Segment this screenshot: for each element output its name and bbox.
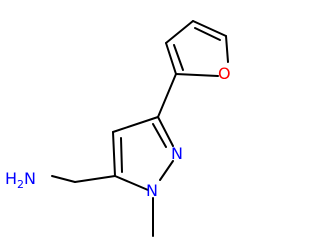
ch2-to-ring-bond bbox=[74, 175, 116, 183]
pyrazole-n2-label: N bbox=[171, 144, 183, 163]
furan-bond-c3-c4 bbox=[165, 20, 194, 44]
furan-bond-c4-c5 bbox=[192, 20, 227, 37]
pyrazole-bond-c5-n1 bbox=[114, 175, 149, 191]
amine-to-ch2-bond bbox=[51, 175, 76, 183]
furan-bond-o-c2 bbox=[175, 73, 219, 77]
furan-bond-c5-o bbox=[225, 35, 229, 63]
bond-layer bbox=[51, 20, 229, 237]
furan-bond-c2-c3 bbox=[165, 42, 177, 75]
pyrazole-bond-c4-c5-inner bbox=[120, 137, 123, 173]
biaryl-bond bbox=[157, 73, 177, 118]
furan-oxygen-label: O bbox=[218, 64, 231, 83]
molecule-drawing: H2N N N O bbox=[5, 20, 231, 237]
amine-hydrogen: H bbox=[5, 169, 17, 188]
amine-nitrogen: N bbox=[24, 169, 36, 188]
atom-label-layer: H2N N N O bbox=[5, 64, 231, 200]
pyrazole-bond-n2-c3-inner bbox=[152, 123, 167, 148]
pyrazole-bond-n1-n2 bbox=[159, 160, 174, 181]
pyrazole-bond-c4-c5 bbox=[112, 131, 116, 177]
amine-label: H2N bbox=[5, 169, 36, 191]
pyrazole-bond-n2-c3 bbox=[157, 116, 174, 147]
structure-canvas: H2N N N O bbox=[5, 20, 231, 237]
furan-bond-c4-c5-inner bbox=[194, 27, 221, 41]
pyrazole-n1-label: N bbox=[146, 181, 158, 200]
furan-bond-c2-c3-inner bbox=[173, 44, 184, 71]
amine-hydrogen-count: 2 bbox=[17, 178, 24, 191]
pyrazole-bond-c3-c4 bbox=[112, 116, 159, 133]
